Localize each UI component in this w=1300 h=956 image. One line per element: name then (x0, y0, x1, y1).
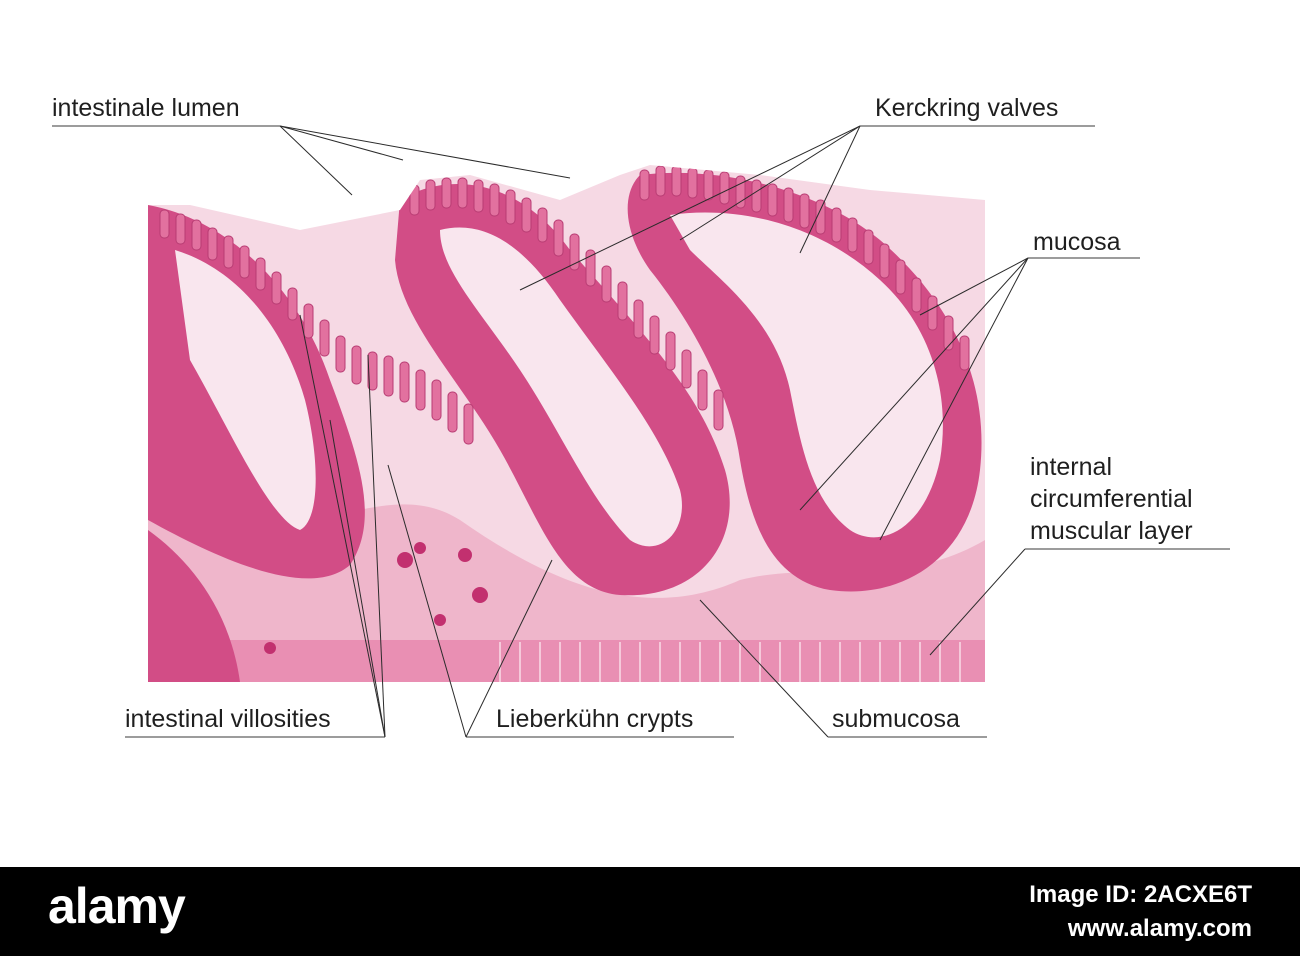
submucosa-vessels (264, 542, 488, 654)
label-muscular-layer-line3: muscular layer (1030, 517, 1193, 545)
muscular-layer-region (148, 640, 985, 682)
fold-1-core (175, 250, 316, 530)
mucosal-fold-0 (148, 530, 240, 682)
label-submucosa: submucosa (832, 705, 960, 733)
tissue-micrograph (148, 165, 985, 682)
histology-diagram: intestinale lumen Kerckring valves mucos… (52, 94, 1230, 738)
stock-site: www.alamy.com (1067, 915, 1252, 942)
leader-lines (52, 125, 1230, 738)
fold-3-core (670, 212, 943, 538)
label-intestinal-villosities: intestinal villosities (125, 705, 331, 733)
label-muscular-layer-line2: circumferential (1030, 485, 1193, 513)
label-intestinale-lumen: intestinale lumen (52, 94, 240, 122)
label-lieberkuhn-crypts: Lieberkühn crypts (496, 705, 693, 733)
label-mucosa: mucosa (1033, 228, 1121, 256)
villi-texture (159, 165, 970, 445)
fold-2-core (440, 227, 682, 547)
image-id: Image ID: 2ACXE6T (1029, 881, 1252, 908)
label-muscular-layer-line1: internal (1030, 453, 1112, 481)
alamy-logo: alamy (48, 878, 186, 934)
muscular-fibres (499, 642, 961, 682)
label-kerckring-valves: Kerckring valves (875, 94, 1058, 122)
stock-footer: alamy Image ID: 2ACXE6T www.alamy.com (0, 867, 1300, 956)
stock-info: Image ID: 2ACXE6T www.alamy.com (1029, 881, 1252, 943)
